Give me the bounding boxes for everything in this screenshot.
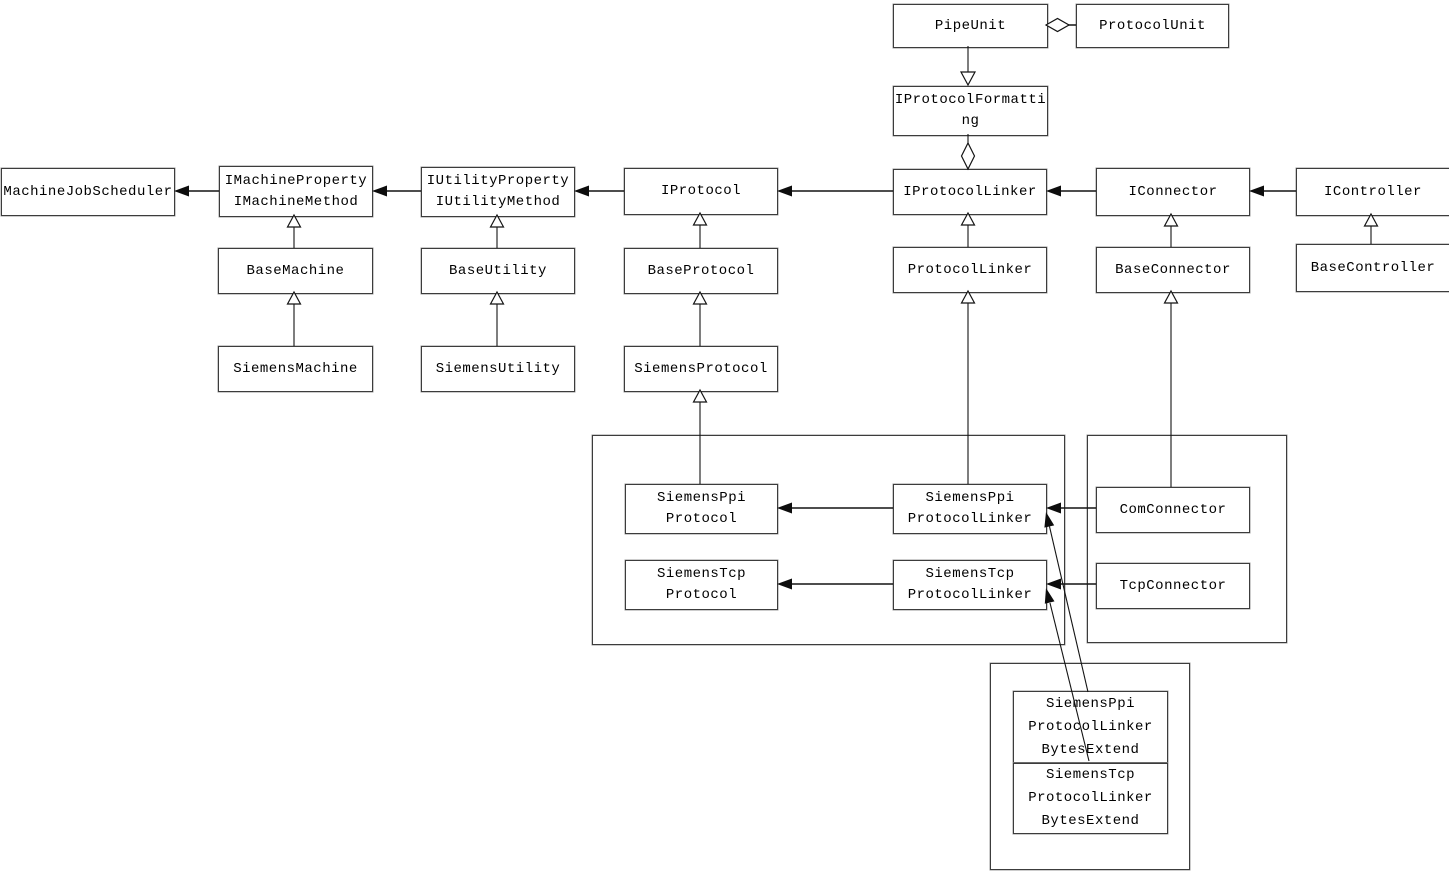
class-box-tcp-connector: TcpConnector bbox=[1096, 563, 1250, 609]
class-label: SiemensTcp ProtocolLinker BytesExtend bbox=[1028, 767, 1153, 829]
class-label: BaseConnector bbox=[1115, 261, 1231, 278]
edge-baseutility-iutilityproperty-generalization bbox=[489, 213, 505, 248]
class-box-siemens-ppi-protocol-linker: SiemensPpi ProtocolLinker bbox=[893, 484, 1047, 534]
class-label: SiemensPpi Protocol bbox=[656, 490, 746, 527]
class-label: SiemensTcp ProtocolLinker bbox=[907, 566, 1033, 603]
edge-basemachine-imachineproperty-generalization bbox=[286, 213, 302, 248]
aggregation-diamond-icon bbox=[960, 141, 976, 171]
edge-baseconnector-iconnector-generalization bbox=[1163, 212, 1179, 247]
class-box-base-utility: BaseUtility bbox=[421, 248, 575, 294]
arrowhead-icon bbox=[574, 185, 589, 197]
arrowhead-icon bbox=[777, 185, 792, 197]
class-box-protocol-unit: ProtocolUnit bbox=[1076, 4, 1229, 48]
generalization-triangle-icon bbox=[959, 71, 977, 87]
arrowhead-icon bbox=[372, 185, 387, 197]
edge-imachineproperty-machinejobscheduler-association bbox=[174, 185, 219, 197]
class-label: ComConnector bbox=[1119, 501, 1227, 518]
class-box-siemens-ppi-protocol-linker-bytes-extend: SiemensPpi ProtocolLinker BytesExtend bbox=[1013, 691, 1168, 763]
edge-iconnector-iprotocollinker-association bbox=[1046, 185, 1096, 197]
class-box-iprotocol-linker: IProtocolLinker bbox=[893, 169, 1047, 215]
edge-iprotocolformatting-iprotocollinker-aggregation bbox=[960, 134, 976, 171]
edge-pipeunit-protocolunit-aggregation bbox=[1044, 17, 1076, 33]
edge-baseprotocol-iprotocol-generalization bbox=[692, 211, 708, 248]
class-box-iutility-property: IUtilityProperty IUtilityMethod bbox=[421, 167, 575, 217]
class-label: IProtocolFormatti ng bbox=[894, 92, 1047, 129]
edge-iprotocollinker-iprotocol-association bbox=[777, 185, 893, 197]
class-box-base-machine: BaseMachine bbox=[218, 248, 373, 294]
class-box-base-protocol: BaseProtocol bbox=[624, 248, 778, 294]
class-label: BaseMachine bbox=[246, 262, 345, 279]
edge-siemensprotocol-baseprotocol-generalization bbox=[692, 290, 708, 346]
class-label: ProtocolLinker bbox=[907, 261, 1033, 278]
edge-basecontroller-icontroller-generalization bbox=[1363, 212, 1379, 244]
edge-iprotocol-iutilityproperty-association bbox=[574, 185, 624, 197]
class-box-siemens-protocol: SiemensProtocol bbox=[624, 346, 778, 392]
class-label: IConnector bbox=[1128, 183, 1218, 200]
class-label: MachineJobScheduler bbox=[3, 183, 173, 200]
class-label: SiemensMachine bbox=[233, 360, 358, 377]
edge-icontroller-iconnector-association bbox=[1249, 185, 1296, 197]
edge-protocollinker-iprotocollinker-generalization bbox=[960, 211, 976, 247]
group-siemens-protocol-linkers bbox=[592, 435, 1065, 645]
class-box-icontroller: IController bbox=[1296, 168, 1449, 216]
aggregation-diamond-icon bbox=[1044, 17, 1071, 33]
class-label: SiemensTcp Protocol bbox=[656, 566, 746, 603]
class-box-siemens-tcp-protocol: SiemensTcp Protocol bbox=[625, 560, 778, 610]
edge-iutilityproperty-imachineproperty-association bbox=[372, 185, 421, 197]
class-label: IUtilityProperty IUtilityMethod bbox=[426, 173, 570, 210]
class-box-iconnector: IConnector bbox=[1096, 168, 1250, 216]
edge-pipeunit-iprotocolformatting-generalization bbox=[959, 46, 977, 87]
group-bytes-extend-linkers bbox=[990, 663, 1190, 870]
class-box-base-connector: BaseConnector bbox=[1096, 247, 1250, 293]
group-connectors bbox=[1087, 435, 1287, 643]
class-box-machine-job-scheduler: MachineJobScheduler bbox=[1, 168, 175, 216]
class-box-iprotocol-formatting: IProtocolFormatti ng bbox=[893, 86, 1048, 136]
class-label: SiemensUtility bbox=[435, 360, 561, 377]
class-box-com-connector: ComConnector bbox=[1096, 487, 1250, 533]
class-label: IProtocol bbox=[660, 183, 742, 199]
class-box-siemens-tcp-protocol-linker-bytes-extend: SiemensTcp ProtocolLinker BytesExtend bbox=[1013, 763, 1168, 834]
class-box-imachine-property: IMachineProperty IMachineMethod bbox=[219, 166, 373, 217]
class-box-protocol-linker: ProtocolLinker bbox=[893, 247, 1047, 293]
arrowhead-icon bbox=[1046, 185, 1061, 197]
class-label: IMachineProperty IMachineMethod bbox=[224, 172, 368, 210]
class-box-siemens-utility: SiemensUtility bbox=[421, 346, 575, 392]
class-label: SiemensPpi ProtocolLinker bbox=[907, 490, 1033, 527]
edge-siemensmachine-basemachine-generalization bbox=[286, 290, 302, 346]
arrowhead-icon bbox=[1249, 185, 1264, 197]
arrowhead-icon bbox=[174, 185, 189, 197]
class-label: PipeUnit bbox=[934, 17, 1007, 34]
class-label: BaseProtocol bbox=[647, 262, 755, 279]
class-box-base-controller: BaseController bbox=[1296, 244, 1449, 292]
class-label: SiemensProtocol bbox=[634, 360, 768, 377]
class-box-siemens-tcp-protocol-linker: SiemensTcp ProtocolLinker bbox=[893, 560, 1047, 610]
class-box-siemens-machine: SiemensMachine bbox=[218, 346, 373, 392]
edge-siemensutility-baseutility-generalization bbox=[489, 290, 505, 346]
class-label: IController bbox=[1324, 183, 1422, 200]
class-label: BaseController bbox=[1310, 259, 1436, 276]
class-label: SiemensPpi ProtocolLinker BytesExtend bbox=[1028, 695, 1153, 758]
class-box-pipe-unit: PipeUnit bbox=[893, 4, 1048, 48]
class-label: TcpConnector bbox=[1119, 577, 1227, 594]
class-box-siemens-ppi-protocol: SiemensPpi Protocol bbox=[625, 484, 778, 534]
class-label: IProtocolLinker bbox=[903, 183, 1037, 200]
class-label: ProtocolUnit bbox=[1099, 17, 1206, 34]
class-label: BaseUtility bbox=[449, 262, 547, 279]
class-box-iprotocol: IProtocol bbox=[624, 168, 778, 215]
